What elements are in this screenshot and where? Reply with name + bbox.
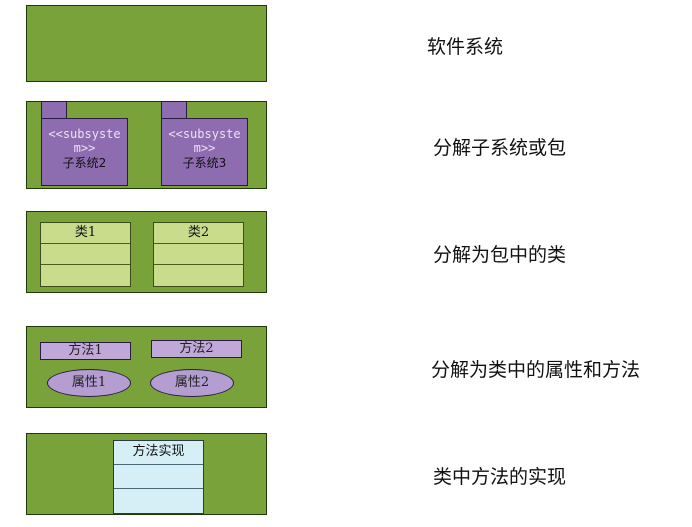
package-stereotype: <<subsystem>>	[48, 127, 121, 155]
class-box-1: 类1	[40, 222, 131, 287]
class-attributes-compartment	[41, 244, 130, 265]
package-tab	[161, 101, 187, 119]
class-name: 类2	[154, 223, 243, 244]
implementation-name: 方法实现	[114, 441, 203, 465]
implementation-compartment	[114, 489, 203, 513]
class-name: 类1	[41, 223, 130, 244]
method-box-2: 方法2	[151, 340, 242, 358]
method-box-1: 方法1	[40, 342, 131, 360]
attribute-ellipse-1: 属性1	[47, 369, 131, 397]
class-methods-compartment	[154, 265, 243, 286]
caption-subsystems: 分解子系统或包	[433, 137, 567, 159]
implementation-class-box: 方法实现	[113, 440, 204, 514]
implementation-compartment	[114, 465, 203, 489]
package-name: 子系统2	[62, 156, 107, 170]
caption-classes: 分解为包中的类	[433, 244, 567, 266]
members-panel	[26, 326, 267, 408]
class-attributes-compartment	[154, 244, 243, 265]
caption-members: 分解为类中的属性和方法	[431, 359, 641, 381]
package-stereotype: <<subsystem>>	[168, 127, 241, 155]
class-methods-compartment	[41, 265, 130, 286]
package-subsystem-3: <<subsystem>> 子系统3	[161, 118, 248, 186]
class-box-2: 类2	[153, 222, 244, 287]
caption-implementation: 类中方法的实现	[433, 466, 567, 488]
attribute-ellipse-2: 属性2	[150, 369, 234, 397]
package-tab	[41, 101, 67, 119]
package-name: 子系统3	[182, 156, 227, 170]
package-subsystem-2: <<subsystem>> 子系统2	[41, 118, 128, 186]
caption-software-system: 软件系统	[427, 36, 504, 58]
software-system-panel	[26, 5, 267, 82]
